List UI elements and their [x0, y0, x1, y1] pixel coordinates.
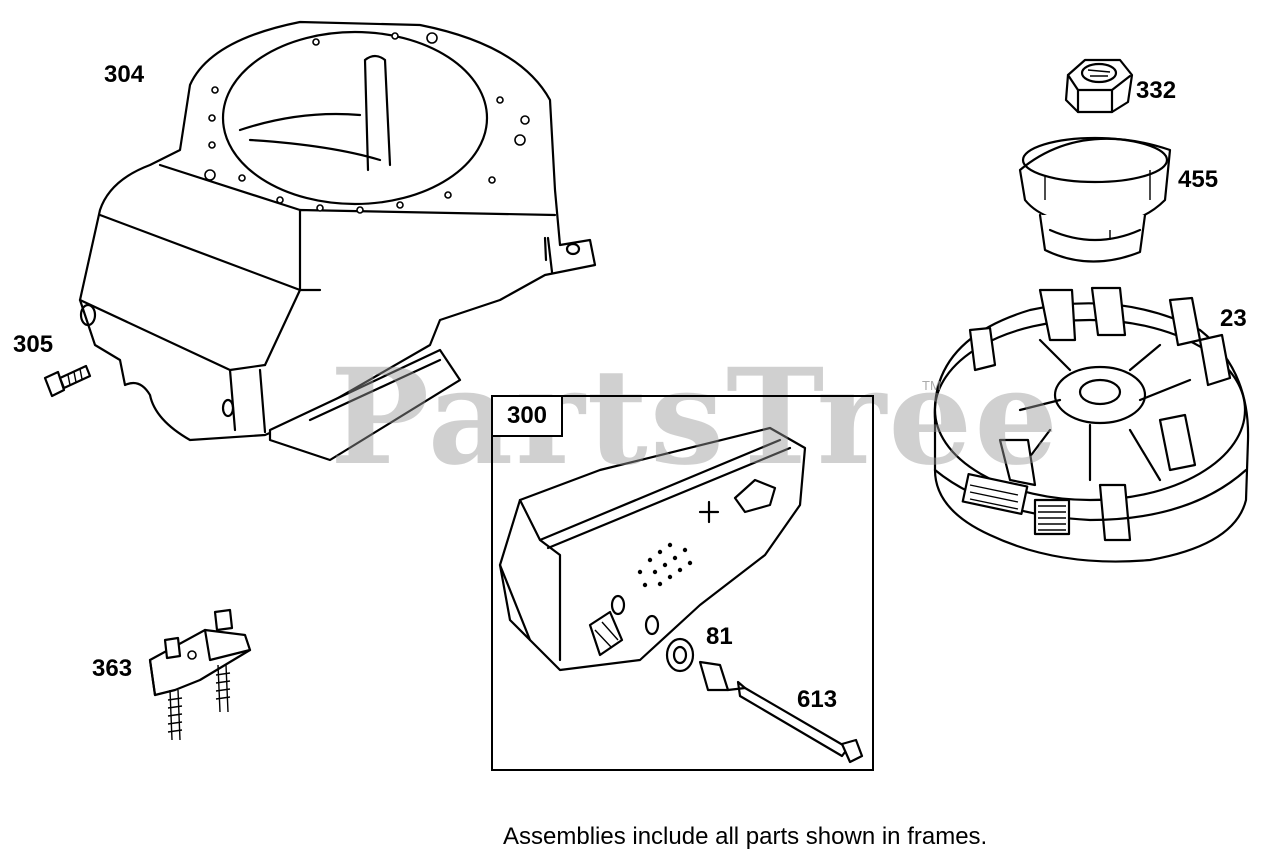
nut-332-drawing: [1064, 58, 1134, 114]
callout-305[interactable]: 305: [13, 331, 54, 358]
bracket-363-drawing: [148, 608, 252, 741]
assemblies-caption: Assemblies include all parts shown in fr…: [503, 823, 988, 850]
cup-455-drawing: [1018, 136, 1172, 263]
assembly-frame: [491, 395, 874, 771]
callout-455[interactable]: 455: [1178, 166, 1219, 193]
callout-613[interactable]: 613: [797, 686, 838, 713]
screw-305-drawing: [43, 364, 92, 398]
callout-81[interactable]: 81: [706, 623, 733, 650]
watermark-trademark: TM: [922, 378, 941, 393]
assembly-frame-label: 300: [491, 395, 563, 437]
callout-363[interactable]: 363: [92, 655, 133, 682]
blower-housing-drawing: [78, 20, 597, 462]
washer-81-drawing: [665, 637, 695, 673]
muffler-300-drawing: [498, 426, 807, 672]
callout-23[interactable]: 23: [1220, 305, 1247, 332]
callout-304[interactable]: 304: [104, 61, 145, 88]
flywheel-23-drawing: [933, 286, 1250, 563]
bolt-613-drawing: [698, 660, 864, 764]
callout-332[interactable]: 332: [1136, 77, 1177, 104]
